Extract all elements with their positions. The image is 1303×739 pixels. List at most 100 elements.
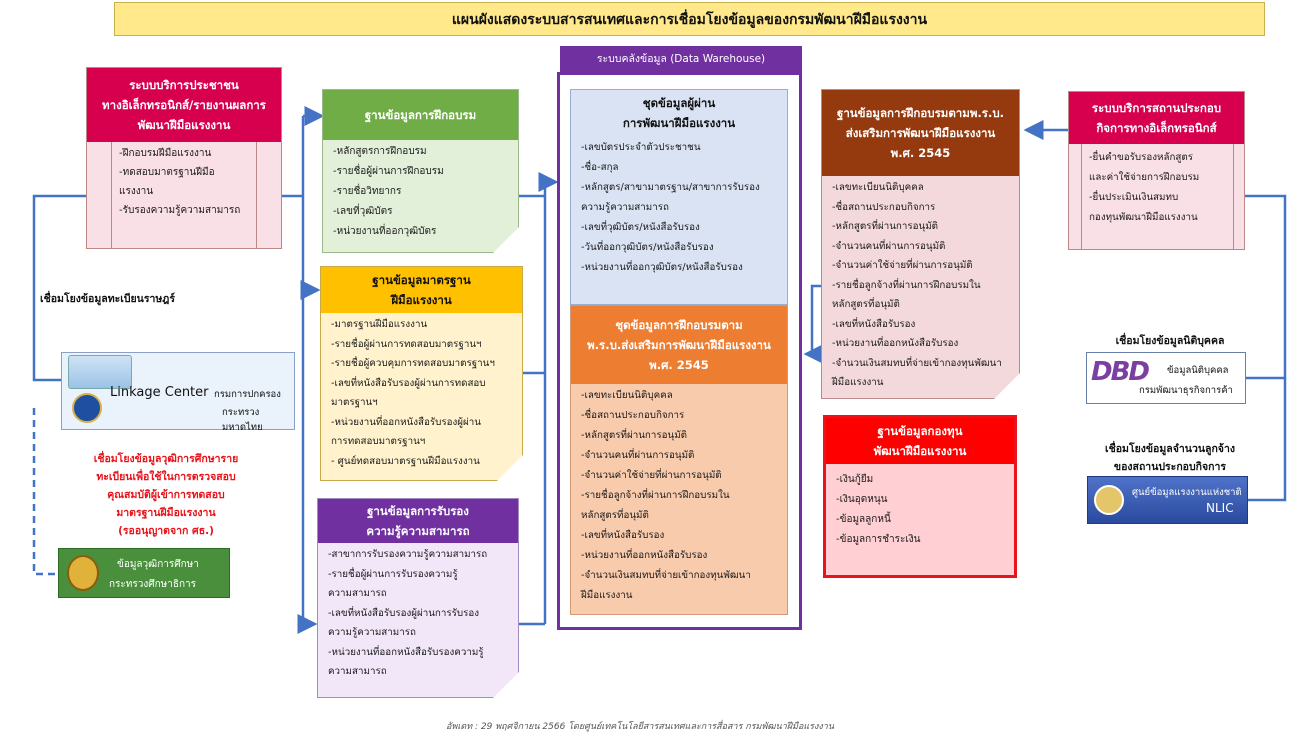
warehouse-label: ระบบคลังข้อมูล (Data Warehouse) [560, 46, 802, 72]
page-title: แผนผังแสดงระบบสารสนเทศและการเชื่อมโยงข้อ… [114, 2, 1265, 36]
nlic-box[interactable]: ศูนย์ข้อมูลแรงงานแห่งชาติ NLIC [1087, 476, 1248, 524]
standard-db-header-line: ฐานข้อมูลมาตรฐาน [372, 273, 471, 287]
list-item: -เลขที่หนังสือรับรอง [832, 318, 916, 330]
right-system-header-line: กิจการทางอิเล็กทรอนิกส์ [1096, 121, 1217, 135]
list-item: -หน่วยงานที่ออกหนังสือรับรอง [581, 550, 708, 561]
fund-db-items: -เงินกู้ยืม -เงินอุดหนุน -ข้อมูลลูกหนี้ … [826, 464, 1014, 550]
cert-db-header-line: ความรู้ความสามารถ [366, 524, 470, 538]
note-line: เชื่อมโยงข้อมูลวุฒิการศึกษาราย [93, 453, 239, 465]
left-system-header-line: ระบบบริการประชาชน [129, 78, 239, 92]
left-system-items: -ฝึกอบรมฝีมือแรงงาน -ทดสอบมาตรฐานฝีมือ แ… [87, 142, 281, 220]
list-item: -จำนวนคนที่ผ่านการอนุมัติ [581, 450, 695, 461]
list-item: -เลขที่หนังสือรับรองผู้ผ่านการรับรอง [328, 607, 480, 619]
nlic-label-line: เชื่อมโยงข้อมูลจำนวนลูกจ้าง [1105, 443, 1235, 455]
set1-items: -เลขบัตรประจำตัวประชาชน -ชื่อ-สกุล -หลัก… [571, 136, 787, 278]
list-item: -สาขาการรับรองความรู้ความสามารถ [328, 549, 488, 560]
list-item: -รายชื่อลูกจ้างที่ผ่านการฝึกอบรมใน [581, 490, 730, 501]
right-system-items: -ยื่นคำขอรับรองหลักสูตร และค่าใช้จ่ายการ… [1069, 144, 1244, 228]
left-system-header-line: ทางอิเล็กทรอนิกส์/รายงานผลการ [102, 98, 266, 112]
list-item: และค่าใช้จ่ายการฝึกอบรม [1089, 172, 1200, 183]
nlic-seal-icon [1094, 485, 1124, 515]
list-item: -รายชื่อผู้ผ่านการทดสอบมาตรฐานฯ [331, 338, 482, 350]
list-item: -หน่วยงานที่ออกหนังสือรับรอง [832, 338, 959, 349]
list-item: -วันที่ออกวุฒิบัตร/หนังสือรับรอง [581, 242, 714, 253]
act-db-header: ฐานข้อมูลการฝึกอบรมตามพ.ร.บ. ส่งเสริมการ… [822, 90, 1019, 176]
list-item: -หลักสูตรที่ผ่านการอนุมัติ [832, 221, 939, 232]
set1-header-line: การพัฒนาฝีมือแรงงาน [622, 116, 736, 130]
list-item: -จำนวนค่าใช้จ่ายที่ผ่านการอนุมัติ [832, 260, 973, 271]
note-line: (รออนุญาตจาก ศธ.) [118, 525, 214, 537]
list-item: -รายชื่อผู้ควบคุมการทดสอบมาตรฐานฯ [331, 358, 495, 369]
list-item: -เงินกู้ยืม [836, 474, 874, 485]
list-item: -หน่วยงานที่ออกวุฒิบัตร [333, 226, 437, 237]
warehouse-set2-header: ชุดข้อมูลการฝึกอบรมตาม พ.ร.บ.ส่งเสริมการ… [571, 306, 787, 384]
note-line: มาตรฐานฝีมือแรงงาน [116, 507, 216, 519]
education-link-note: เชื่อมโยงข้อมูลวุฒิการศึกษาราย ทะเบียนเพ… [66, 450, 266, 540]
id-card-icon [68, 355, 132, 389]
cert-db-header: ฐานข้อมูลการรับรอง ความรู้ความสามารถ [318, 499, 518, 543]
set2-header-line: พ.ร.บ.ส่งเสริมการพัฒนาฝีมือแรงงาน [587, 338, 771, 352]
list-item: -เลขทะเบียนนิติบุคคล [581, 390, 673, 401]
list-item: หลักสูตรที่อนุมัติ [581, 510, 649, 521]
act-db-header-line: พ.ศ. 2545 [890, 146, 951, 160]
list-item: -รายชื่อวิทยากร [333, 186, 402, 197]
list-item: -ข้อมูลการชำระเงิน [836, 534, 921, 545]
list-item: -จำนวนค่าใช้จ่ายที่ผ่านการอนุมัติ [581, 470, 722, 481]
list-item: -ชื่อสถานประกอบกิจการ [832, 201, 936, 213]
footer-update-note: อัพเดท : 29 พฤศจิกายน 2566 โดยศูนย์เทคโน… [445, 722, 834, 732]
set2-header-line: ชุดข้อมูลการฝึกอบรมตาม [615, 318, 743, 332]
standard-db-header: ฐานข้อมูลมาตรฐาน ฝีมือแรงงาน [321, 267, 522, 313]
list-item: -จำนวนเงินสมทบที่จ่ายเข้ากองทุนพัฒนา [832, 357, 1002, 369]
set2-items: -เลขทะเบียนนิติบุคคล -ชื่อสถานประกอบกิจก… [571, 384, 787, 606]
cert-db-box: ฐานข้อมูลการรับรอง ความรู้ความสามารถ -สา… [317, 498, 519, 698]
list-item: -หน่วยงานที่ออกหนังสือรับรองผู้ผ่าน [331, 416, 481, 428]
list-item: -ชื่อสถานประกอบกิจการ [581, 410, 685, 421]
dbd-box[interactable]: DBD ข้อมูลนิติบุคคล กรมพัฒนาธุรกิจการค้า [1086, 352, 1246, 404]
warehouse-set1-header: ชุดข้อมูลผู้ผ่าน การพัฒนาฝีมือแรงงาน [571, 90, 787, 136]
list-item: -เลขที่หนังสือรับรอง [581, 530, 665, 541]
list-item: -เลขที่วุฒิบัตร [333, 206, 393, 217]
list-item: -รายชื่อผู้ผ่านการรับรองความรู้ [328, 568, 458, 580]
education-box-line2: กระทรวงศึกษาธิการ [109, 579, 197, 590]
linkage-center-title: Linkage Center [110, 385, 209, 400]
list-item: -รับรองความรู้ความสามารถ [119, 205, 241, 216]
dbd-box-line2: กรมพัฒนาธุรกิจการค้า [1139, 385, 1233, 396]
note-line: คุณสมบัติผู้เข้าการทดสอบ [107, 489, 225, 501]
education-box[interactable]: ข้อมูลวุฒิการศึกษา กระทรวงศึกษาธิการ [58, 548, 230, 598]
warehouse-set1: ชุดข้อมูลผู้ผ่าน การพัฒนาฝีมือแรงงาน -เล… [570, 89, 788, 305]
right-system-box: ระบบบริการสถานประกอบ กิจการทางอิเล็กทรอน… [1068, 91, 1245, 250]
list-item: -หลักสูตรการฝึกอบรม [333, 146, 427, 157]
warehouse-frame: ชุดข้อมูลผู้ผ่าน การพัฒนาฝีมือแรงงาน -เล… [557, 72, 802, 630]
list-item: -ฝึกอบรมฝีมือแรงงาน [119, 148, 212, 159]
linkage-center-sub2: กระทรวงมหาดไทย [222, 407, 263, 433]
training-db-items: -หลักสูตรการฝึกอบรม -รายชื่อผู้ผ่านการฝึ… [323, 140, 518, 242]
cert-db-header-line: ฐานข้อมูลการรับรอง [367, 504, 469, 518]
fund-db-header-line: พัฒนาฝีมือแรงงาน [873, 444, 967, 458]
list-item: ฝีมือแรงงาน [581, 590, 633, 601]
nlic-box-line1: ศูนย์ข้อมูลแรงงานแห่งชาติ [1132, 487, 1242, 498]
fund-db-header-line: ฐานข้อมูลกองทุน [877, 424, 963, 438]
list-item: แรงงาน [119, 186, 154, 197]
fund-db-box: ฐานข้อมูลกองทุน พัฒนาฝีมือแรงงาน -เงินกู… [823, 415, 1017, 578]
left-system-header-line: พัฒนาฝีมือแรงงาน [137, 118, 231, 132]
linkage-center-sub1: กรมการปกครอง [214, 389, 281, 400]
linkage-center-box[interactable]: Linkage Center กรมการปกครอง กระทรวงมหาดไ… [61, 352, 295, 433]
warehouse-set2: ชุดข้อมูลการฝึกอบรมตาม พ.ร.บ.ส่งเสริมการ… [570, 305, 788, 615]
nlic-link-label: เชื่อมโยงข้อมูลจำนวนลูกจ้าง ของสถานประกอ… [1090, 440, 1250, 476]
training-db-title: ฐานข้อมูลการฝึกอบรม [364, 108, 477, 122]
training-db-header: ฐานข้อมูลการฝึกอบรม [323, 90, 518, 140]
set2-header-line: พ.ศ. 2545 [649, 358, 709, 372]
list-item: ความรู้ความสามารถ [581, 202, 669, 213]
list-item: -หลักสูตรที่ผ่านการอนุมัติ [581, 430, 688, 441]
nlic-label-line: ของสถานประกอบกิจการ [1113, 461, 1227, 473]
list-item: -จำนวนคนที่ผ่านการอนุมัติ [832, 240, 946, 252]
list-item: -เลขบัตรประจำตัวประชาชน [581, 142, 701, 153]
left-system-header: ระบบบริการประชาชน ทางอิเล็กทรอนิกส์/รายง… [87, 68, 281, 142]
standard-db-items: -มาตรฐานฝีมือแรงงาน -รายชื่อผู้ผ่านการทด… [321, 313, 522, 471]
list-item: ฝีมือแรงงาน [832, 377, 884, 388]
list-item: การทดสอบมาตรฐานฯ [331, 436, 426, 447]
list-item: -เลขที่หนังสือรับรองผู้ผ่านการทดสอบ [331, 377, 486, 389]
standard-db-box: ฐานข้อมูลมาตรฐาน ฝีมือแรงงาน -มาตรฐานฝีม… [320, 266, 523, 481]
left-system-box: ระบบบริการประชาชน ทางอิเล็กทรอนิกส์/รายง… [86, 67, 282, 249]
list-item: -หน่วยงานที่ออกวุฒิบัตร/หนังสือรับรอง [581, 262, 743, 273]
